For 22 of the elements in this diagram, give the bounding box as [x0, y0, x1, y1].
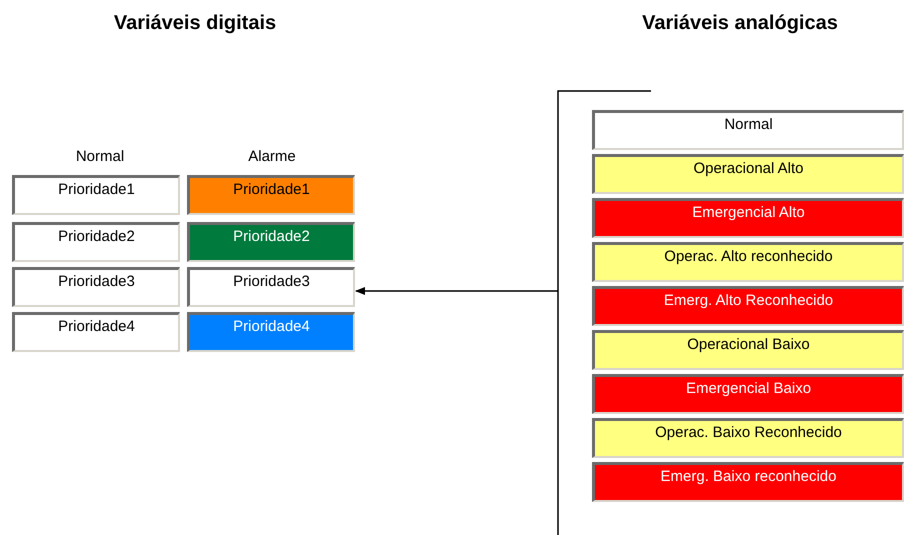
state-box: Operac. Alto reconhecido [592, 242, 904, 282]
state-box: Prioridade2 [187, 222, 355, 262]
arrow [355, 287, 558, 295]
state-box: Normal [592, 110, 904, 150]
state-box: Emergencial Baixo [592, 374, 904, 414]
state-box: Emergencial Alto [592, 198, 904, 238]
state-box: Emerg. Alto Reconhecido [592, 286, 904, 326]
state-box: Emerg. Baixo reconhecido [592, 462, 904, 502]
state-box: Prioridade4 [187, 312, 355, 352]
state-box: Operacional Alto [592, 154, 904, 194]
heading: Variáveis digitais [112, 11, 278, 36]
column-header: Normal [74, 147, 126, 167]
state-box: Prioridade3 [187, 267, 355, 307]
state-box: Operacional Baixo [592, 330, 904, 370]
state-box: Prioridade2 [12, 222, 180, 262]
state-box: Prioridade1 [187, 175, 355, 215]
state-box: Operac. Baixo Reconhecido [592, 418, 904, 458]
state-box: Prioridade3 [12, 267, 180, 307]
state-box: Prioridade4 [12, 312, 180, 352]
column-header: Alarme [247, 147, 297, 167]
state-box: Prioridade1 [12, 175, 180, 215]
heading: Variáveis analógicas [641, 11, 839, 36]
